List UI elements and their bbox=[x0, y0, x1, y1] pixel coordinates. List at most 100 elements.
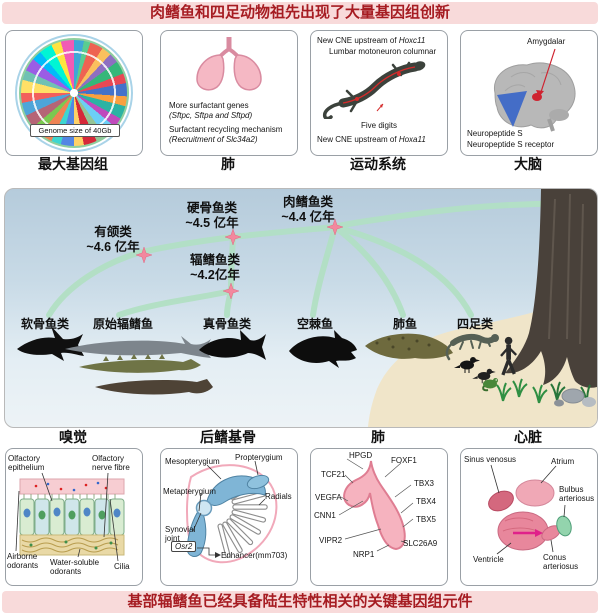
human-silhouette bbox=[500, 336, 518, 376]
pointer-lines bbox=[192, 460, 266, 556]
divergence-stars bbox=[135, 218, 344, 300]
caption-fin: 后鳍基骨 bbox=[200, 429, 256, 445]
tree-branches bbox=[46, 200, 597, 318]
ventricle-label: Ventricle bbox=[473, 555, 504, 564]
metapterygium-label: Metapterygium bbox=[163, 487, 216, 496]
atrium-shape bbox=[515, 479, 555, 507]
epithelium-label: Olfactory epithelium bbox=[8, 454, 45, 473]
heart-box: Sinus venosus Atrium Bulbus arteriosus V… bbox=[460, 448, 598, 586]
brain-box: Amygdalar Neuropeptide S Neuropeptide S … bbox=[460, 30, 598, 156]
enhancer-label: Enhancer(mm703) bbox=[221, 551, 288, 560]
divergence-star-icon bbox=[135, 246, 153, 264]
five-digits-label: Five digits bbox=[360, 121, 397, 130]
taxon-tetrapods: 四足类 bbox=[456, 317, 493, 331]
surfactant-genes-label: More surfactant genes bbox=[169, 101, 249, 110]
lung-box: More surfactant genes (Sftpc, Sftpa and … bbox=[160, 30, 298, 156]
slc34a2-label: (Recruitment of Slc34a2) bbox=[169, 135, 258, 144]
flow-arrowhead-icon bbox=[535, 529, 543, 537]
gene-slc26a9: SLC26A9 bbox=[403, 539, 438, 548]
divergence-star-icon bbox=[224, 228, 242, 246]
gene-tbx5: TBX5 bbox=[416, 515, 437, 524]
gar-silhouette bbox=[95, 379, 213, 395]
osr2-label: Osr2 bbox=[171, 541, 197, 553]
red-arrowhead-icon bbox=[536, 90, 544, 97]
npsr-label: Neuropeptide S receptor bbox=[467, 140, 555, 149]
olfaction-box: Olfactory epithelium Olfactory nerve fib… bbox=[5, 448, 143, 586]
epithelium-cells bbox=[19, 498, 125, 536]
cerebellum-shape bbox=[549, 109, 569, 121]
caption-heart: 心脏 bbox=[514, 429, 542, 445]
lizard-body bbox=[338, 62, 420, 108]
cne-hoxa11-label: New CNE upstream of Hoxa11 bbox=[317, 135, 426, 144]
node-sarcopterygii: 肉鳍鱼类 ~4.4 亿年 bbox=[281, 195, 335, 224]
cilia-fringe bbox=[23, 494, 116, 499]
propterygium-shape bbox=[246, 474, 270, 490]
primitive-lung-diagram bbox=[338, 458, 414, 552]
lumbar-label: Lumbar motoneuron columnar bbox=[329, 47, 437, 56]
taxon-coelacanth: 空棘鱼 bbox=[296, 317, 333, 331]
divergence-star-icon bbox=[326, 218, 344, 236]
propterygium-label: Propterygium bbox=[235, 453, 283, 462]
coelacanth-silhouette bbox=[289, 330, 357, 368]
genome-box: Genome size of 40Gb bbox=[5, 30, 143, 156]
airborne-odorants-label: Airborne odorants bbox=[7, 552, 39, 571]
neuropeptide-pointer-icon bbox=[497, 91, 527, 127]
pointer-lines bbox=[338, 458, 414, 552]
lizard-tail bbox=[322, 101, 345, 119]
taxon-lungfish: 肺鱼 bbox=[392, 317, 417, 331]
taxon-chondrichthyes: 软骨鱼类 bbox=[20, 317, 69, 331]
nerve-fibre-label: Olfactory nerve fibre bbox=[92, 454, 130, 473]
teleost-silhouette bbox=[199, 330, 266, 360]
tree-illustration bbox=[17, 189, 597, 427]
stones bbox=[554, 388, 596, 407]
gene-hpgd: HPGD bbox=[349, 451, 373, 460]
fin-outline bbox=[186, 464, 278, 564]
gene-vipr2: VIPR2 bbox=[319, 536, 343, 545]
caption-brain: 大脑 bbox=[514, 156, 542, 172]
surfactant-recycling-label: Surfactant recycling mechanism bbox=[169, 125, 283, 134]
frog-silhouette bbox=[482, 378, 498, 392]
gene-nrp1: NRP1 bbox=[353, 550, 375, 559]
locomotor-box: New CNE upstream of Hoxc11 Lumbar motone… bbox=[310, 30, 448, 156]
fin-skeleton-diagram bbox=[186, 460, 278, 564]
genome-size-label: Genome size of 40Gb bbox=[30, 124, 120, 137]
arrowhead-icon bbox=[215, 552, 221, 558]
lung-shape bbox=[343, 460, 406, 551]
gene-tbx3: TBX3 bbox=[414, 479, 435, 488]
surfactant-genes-list: (Sftpc, Sftpa and Sftpd) bbox=[169, 111, 253, 120]
fin-box: Mesopterygium Propterygium Metapterygium… bbox=[160, 448, 298, 586]
gene-cnn1: CNN1 bbox=[314, 511, 336, 520]
node-osteichthyes: 硬骨鱼类 ~4.5 亿年 bbox=[185, 201, 239, 230]
olfactory-epithelium-diagram bbox=[15, 472, 125, 562]
sinus-venosus-shape bbox=[488, 490, 514, 512]
pointer-lines bbox=[15, 472, 119, 562]
synovial-joint-label: Synovial joint bbox=[165, 525, 196, 544]
caption-olfaction: 嗅觉 bbox=[59, 429, 87, 445]
nps-label: Neuropeptide S bbox=[467, 129, 523, 138]
bulbus-label: Bulbus arteriosus bbox=[559, 485, 595, 504]
water-odorants-label: Water-soluble odorants bbox=[50, 558, 100, 577]
pointer-lines bbox=[490, 464, 566, 555]
node-actinopterygii: 辐鳍鱼类 ~4.2亿年 bbox=[189, 253, 240, 282]
top-banner: 肉鳍鱼和四足动物祖先出现了大量基因组创新 bbox=[2, 2, 598, 24]
bichir-silhouette bbox=[79, 354, 201, 373]
node-gnathostomes: 有颌类 ~4.6 亿年 bbox=[86, 225, 140, 254]
nerve-fibre-layer bbox=[19, 534, 125, 556]
spinal-cord-line bbox=[342, 66, 416, 104]
fish-heart-diagram bbox=[488, 464, 572, 555]
lungfish-silhouette bbox=[365, 333, 453, 359]
lung-genes-box: HPGD FOXF1 TCF21 TBX3 VEGFA TBX4 CNN1 TB… bbox=[310, 448, 448, 586]
conus-label: Conus arteriosus bbox=[543, 553, 579, 572]
taxon-teleosts: 真骨鱼类 bbox=[202, 317, 251, 331]
caption-lung-top: 肺 bbox=[221, 156, 235, 172]
caption-locomotor: 运动系统 bbox=[350, 156, 406, 172]
grass-tufts bbox=[496, 378, 591, 404]
lizard-silhouette bbox=[445, 333, 499, 361]
bottom-banner: 基部辐鳍鱼已经具备陆生特性相关的关键基因组元件 bbox=[2, 591, 598, 613]
caption-lung-bottom: 肺 bbox=[371, 429, 385, 445]
amygdalar-label: Amygdalar bbox=[527, 37, 566, 46]
mesopterygium-label: Mesopterygium bbox=[165, 457, 220, 466]
gene-foxf1: FOXF1 bbox=[391, 456, 417, 465]
caption-genome: 最大基因组 bbox=[38, 156, 108, 172]
